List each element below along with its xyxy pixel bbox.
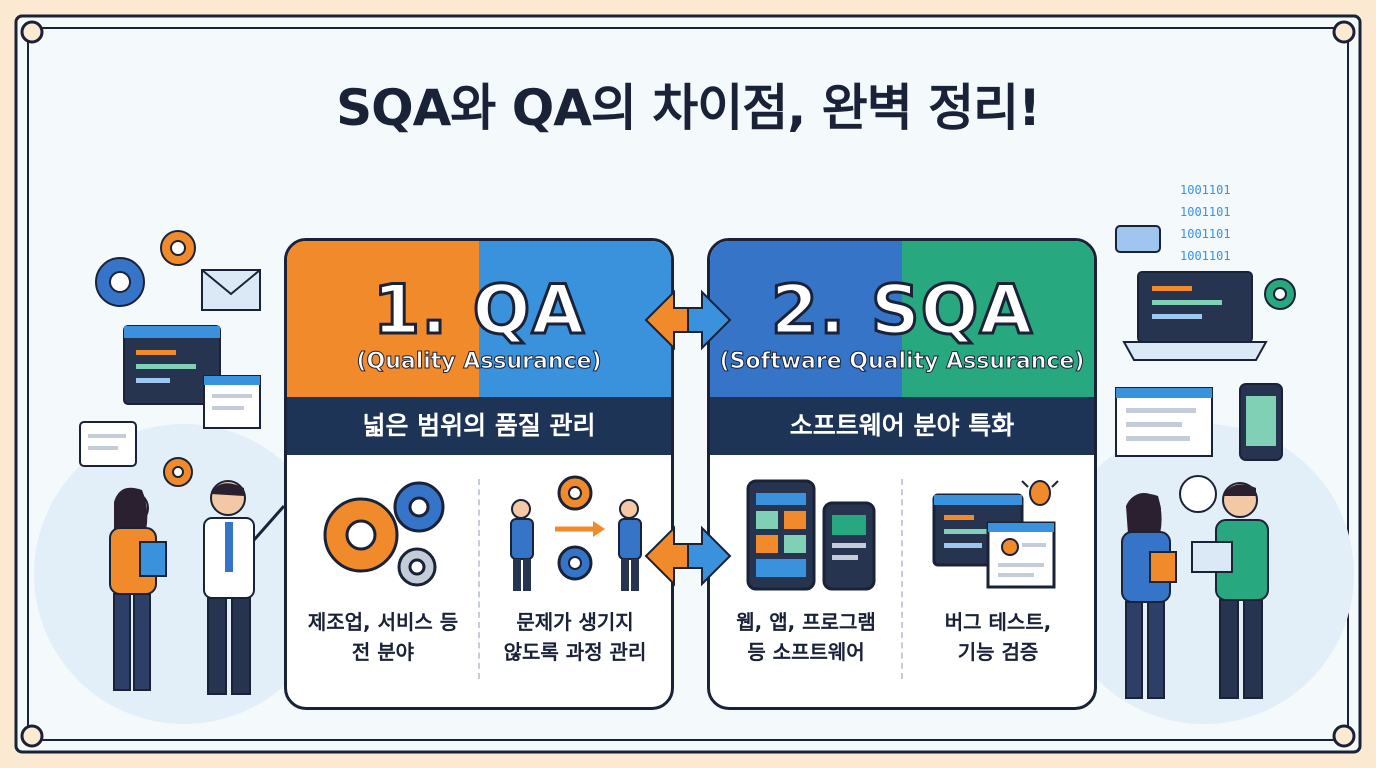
- bug-test-icon: [932, 480, 1059, 589]
- binary-text: 1001101: [1180, 205, 1231, 219]
- small-gear-icon: [163, 457, 193, 487]
- sqa-heading: 2. SQA: [769, 270, 1034, 352]
- binary-text: 1001101: [1180, 183, 1231, 197]
- sqa-summary-band: 소프트웨어 분야 특화: [710, 397, 1094, 455]
- phone-icon: [1239, 383, 1283, 461]
- team-process-icon: [510, 475, 642, 591]
- qa-heading: 1. QA: [371, 270, 586, 352]
- sqa-card: 2. SQA (Software Quality Assurance) 소프트웨…: [707, 238, 1097, 710]
- devices-icon: [746, 479, 876, 591]
- binary-text: 1001101: [1180, 249, 1231, 263]
- right-illustration: 1001101 1001101 1001101 1001101: [1115, 183, 1296, 699]
- sqa-card-body: 웹, 앱, 프로그램 등 소프트웨어: [710, 455, 1094, 707]
- blue-gear-icon: [95, 257, 145, 307]
- chat-bubble-icon: [79, 421, 137, 467]
- laptop-icon: [1122, 271, 1268, 361]
- sqa-subheading: (Software Quality Assurance): [719, 349, 1085, 375]
- green-gear-icon: [1264, 278, 1296, 310]
- chat-bubble-icon: [1115, 225, 1161, 253]
- man-with-laptop: [1191, 482, 1269, 699]
- qa-item-process: 문제가 생기지 않도록 과정 관리: [479, 455, 671, 707]
- envelope-icon: [201, 269, 261, 311]
- code-window-icon: [123, 325, 221, 405]
- woman-pointing: [1121, 493, 1177, 699]
- man-with-pointer: [203, 480, 286, 695]
- sqa-item-software-caption: 웹, 앱, 프로그램 등 소프트웨어: [736, 610, 876, 664]
- browser-window-icon: [1115, 387, 1213, 457]
- qa-card: 1. QA (Quality Assurance) 넓은 범위의 품질 관리 제…: [284, 238, 674, 710]
- orange-gear-icon: [160, 230, 196, 266]
- page-title: SQA와 QA의 차이점, 완벽 정리!: [336, 79, 1041, 137]
- double-arrow-icon: [644, 289, 732, 351]
- sqa-item-software: 웹, 앱, 프로그램 등 소프트웨어: [710, 455, 902, 707]
- document-window-icon: [203, 375, 261, 429]
- woman-with-clipboard: [109, 487, 167, 691]
- left-illustration: [79, 230, 286, 695]
- double-arrow-icon: [644, 525, 732, 587]
- sqa-item-testing-caption: 버그 테스트, 기능 검증: [944, 610, 1052, 664]
- binary-text: 1001101: [1180, 227, 1231, 241]
- qa-item-process-caption: 문제가 생기지 않도록 과정 관리: [503, 610, 647, 664]
- sqa-card-header: 2. SQA (Software Quality Assurance): [710, 241, 1094, 397]
- qa-card-header: 1. QA (Quality Assurance): [287, 241, 671, 397]
- column-divider: [901, 479, 903, 679]
- qa-subheading: (Quality Assurance): [356, 349, 602, 375]
- column-divider: [478, 479, 480, 679]
- qa-item-scope-caption: 제조업, 서비스 등 전 분야: [307, 610, 459, 664]
- sqa-item-testing: 버그 테스트, 기능 검증: [902, 455, 1094, 707]
- qa-item-scope: 제조업, 서비스 등 전 분야: [287, 455, 479, 707]
- qa-card-body: 제조업, 서비스 등 전 분야: [287, 455, 671, 707]
- speech-bubble-icon: [1179, 475, 1217, 513]
- qa-summary-band: 넓은 범위의 품질 관리: [287, 397, 671, 455]
- gears-icon: [323, 481, 445, 587]
